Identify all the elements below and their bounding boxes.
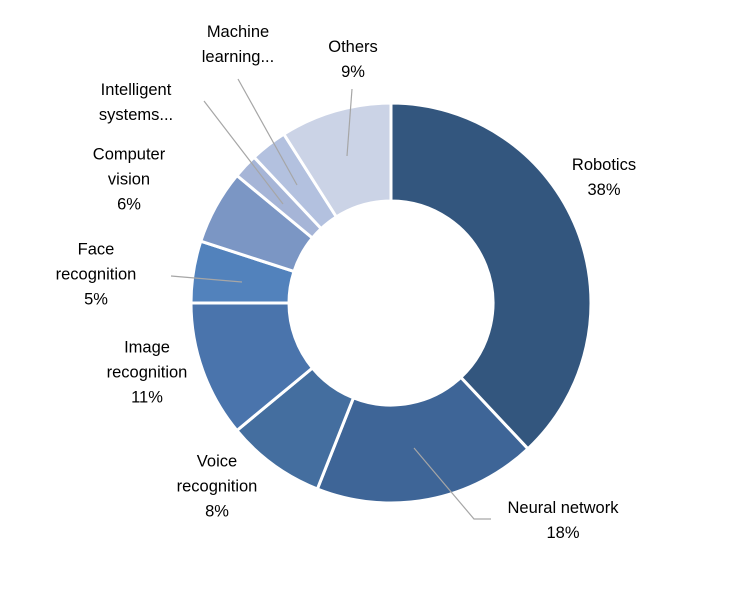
leader-line-face-recognition <box>170 275 243 283</box>
leader-line-machine-learning <box>237 78 298 186</box>
slice-label-intelligent-systems: Intelligent systems... <box>98 81 174 124</box>
slice-robotics <box>389 101 593 451</box>
leader-line-others <box>346 88 353 157</box>
slice-label-image-recognition: Image recognition 11% <box>106 338 188 407</box>
slice-others <box>282 101 393 219</box>
slice-label-neural-network: Neural network 18% <box>507 499 619 542</box>
slice-label-machine-learning: Machine learning... <box>201 23 275 66</box>
slice-label-face-recognition: Face recognition 5% <box>55 240 137 309</box>
slice-label-voice-recognition: Voice recognition 8% <box>176 452 258 521</box>
leader-lines <box>170 78 491 520</box>
donut-slices <box>189 101 593 505</box>
slice-label-computer-vision: Computer vision 6% <box>92 145 166 214</box>
leader-line-neural-network <box>413 447 491 520</box>
slice-label-others: Others 9% <box>328 38 378 81</box>
slice-label-robotics: Robotics 38% <box>571 156 637 199</box>
slice-neural-network <box>315 375 530 505</box>
leader-line-intelligent-systems <box>203 100 284 205</box>
